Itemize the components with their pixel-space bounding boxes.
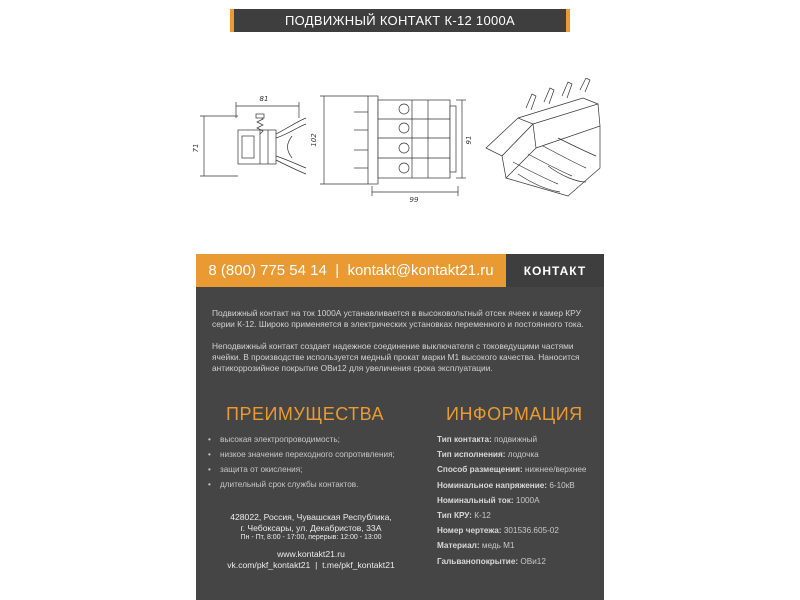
product-description: Подвижный контакт на ток 1000А устанавли… — [212, 308, 596, 385]
email-link[interactable]: kontakt@kontakt21.ru — [347, 262, 494, 279]
info-label: Тип КРУ: — [437, 510, 472, 520]
details-panel: Подвижный контакт на ток 1000А устанавли… — [196, 287, 604, 600]
dim-front-width: 99 — [410, 196, 419, 204]
info-row: Тип исполнения: лодочка — [437, 447, 602, 462]
info-list: Тип контакта: подвижный Тип исполнения: … — [437, 432, 602, 569]
side-view-drawing — [200, 102, 307, 177]
info-row: Способ размещения: нижнее/верхнее — [437, 462, 602, 477]
dim-front-right-height: 91 — [465, 136, 473, 145]
info-row: Номер чертежа: 301536.605-02 — [437, 523, 602, 538]
info-row: Материал: медь М1 — [437, 538, 602, 553]
drawings-svg: 81 71 — [192, 77, 601, 204]
links-block: www.kontakt21.ru vk.com/pkf_kontakt21 | … — [206, 549, 416, 571]
info-value: ОВи12 — [520, 556, 546, 566]
vk-link[interactable]: vk.com/pkf_kontakt21 — [227, 560, 311, 570]
info-label: Номинальное напряжение: — [437, 480, 548, 490]
dim-front-height: 102 — [310, 133, 318, 147]
info-row: Гальванопокрытие: ОВи12 — [437, 554, 602, 569]
company-logo: КОНТАКТ — [506, 254, 604, 287]
info-row: Тип КРУ: К-12 — [437, 508, 602, 523]
isometric-view-drawing — [485, 77, 601, 197]
phone-link[interactable]: 8 (800) 775 54 14 — [208, 262, 327, 279]
logo-text: КОНТАКТ — [523, 263, 587, 278]
website-link[interactable]: www.kontakt21.ru — [277, 549, 345, 559]
info-value: 6-10кВ — [549, 480, 575, 490]
info-value: 301536.605-02 — [503, 526, 559, 536]
front-view-drawing — [320, 95, 466, 196]
address-line: г. Чебоксары, ул. Декабристов, 33А — [240, 522, 382, 533]
info-row: Номинальный ток: 1000А — [437, 493, 602, 508]
info-value: подвижный — [494, 435, 538, 444]
advantage-item: высокая электропроводимость; — [208, 432, 423, 447]
advantage-item: длительный срок службы контактов. — [208, 477, 423, 492]
info-label: Номер чертежа: — [437, 526, 502, 536]
advantages-list: высокая электропроводимость; низкое знач… — [208, 432, 423, 492]
info-label: Материал: — [437, 541, 480, 551]
info-value: нижнее/верхнее — [525, 465, 587, 475]
info-label: Гальванопокрытие: — [437, 556, 519, 566]
info-value: 1000А — [515, 495, 540, 505]
address-line: 428022, Россия, Чувашская Республика, — [230, 512, 392, 522]
info-row: Номинальное напряжение: 6-10кВ — [437, 478, 602, 493]
info-row: Тип контакта: подвижный — [437, 432, 602, 447]
info-label: Тип исполнения: — [437, 450, 506, 460]
title-bar: ПОДВИЖНЫЙ КОНТАКТ К-12 1000А — [230, 9, 570, 32]
product-sheet: ПОДВИЖНЫЙ КОНТАКТ К-12 1000А — [188, 0, 612, 600]
info-value: лодочка — [507, 450, 539, 460]
advantage-item: защита от окисления; — [208, 462, 423, 477]
technical-drawings: 81 71 — [188, 77, 612, 208]
contact-info: 8 (800) 775 54 14 | kontakt@kontakt21.ru — [196, 254, 506, 287]
info-label: Номинальный ток: — [437, 495, 514, 505]
info-label: Тип контакта: — [437, 435, 492, 444]
info-label: Способ размещения: — [437, 465, 523, 475]
dim-side-height: 71 — [192, 144, 200, 153]
links-separator: | — [312, 560, 320, 570]
contact-separator: | — [331, 262, 344, 279]
info-value: К-12 — [474, 510, 491, 520]
advantage-item: низкое значение переходного сопротивлени… — [208, 447, 423, 462]
address-block: 428022, Россия, Чувашская Республика, г.… — [206, 512, 416, 544]
working-hours: Пн - Пт, 8:00 - 17:00, перерыв: 12:00 - … — [240, 534, 382, 541]
contact-bar: 8 (800) 775 54 14 | kontakt@kontakt21.ru… — [196, 254, 604, 287]
info-title: ИНФОРМАЦИЯ — [446, 404, 583, 424]
advantages-title: ПРЕИМУЩЕСТВА — [226, 404, 385, 424]
description-paragraph: Подвижный контакт на ток 1000А устанавли… — [212, 308, 584, 329]
dim-side-width: 81 — [260, 95, 269, 103]
telegram-link[interactable]: t.me/pkf_kontakt21 — [322, 560, 395, 570]
page-title: ПОДВИЖНЫЙ КОНТАКТ К-12 1000А — [284, 13, 516, 28]
description-paragraph: Неподвижный контакт создает надежное сое… — [212, 341, 580, 373]
info-value: медь М1 — [481, 541, 515, 551]
